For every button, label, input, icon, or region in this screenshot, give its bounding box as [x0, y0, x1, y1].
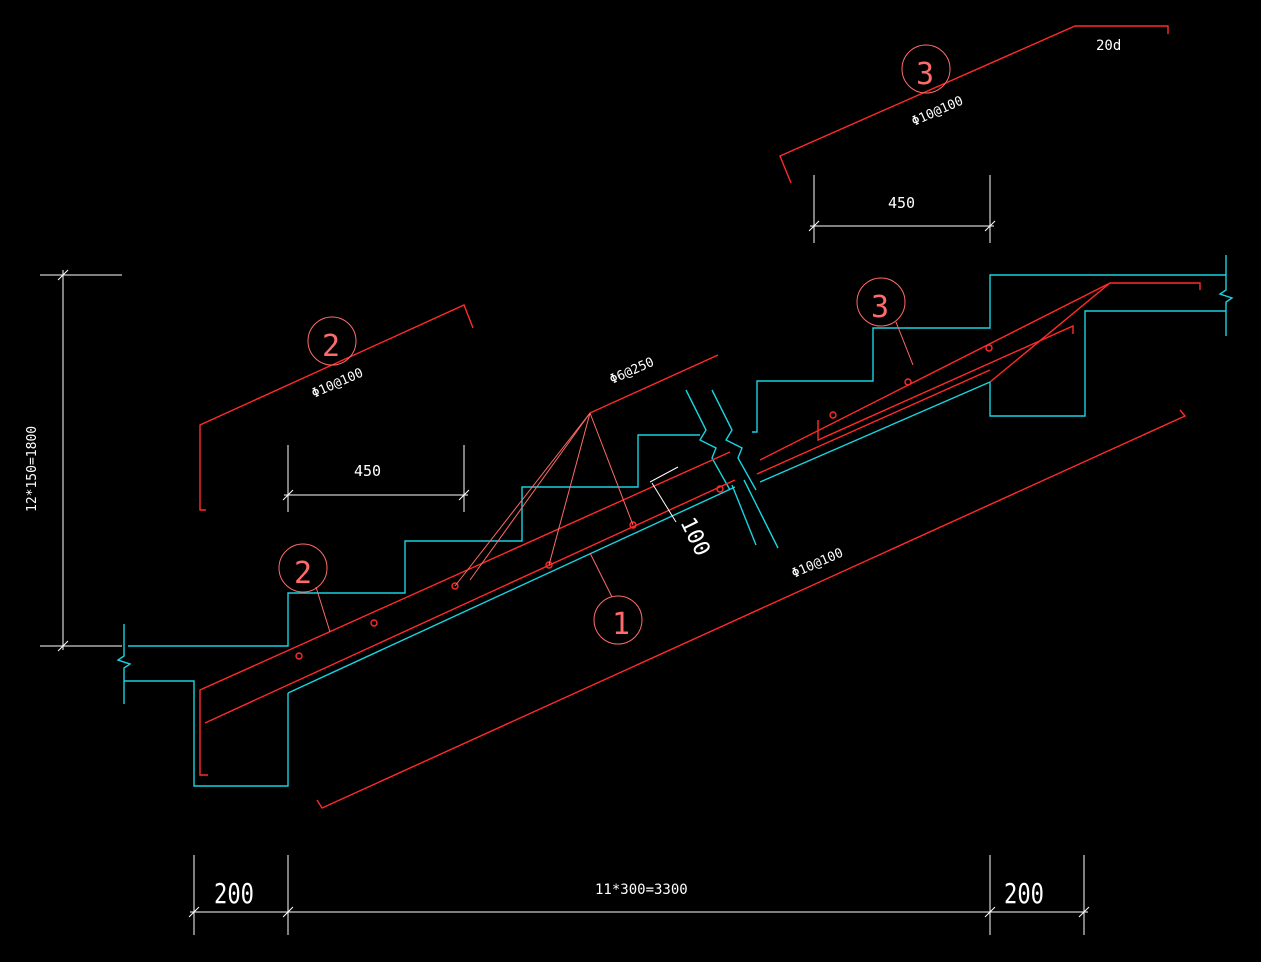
dim-450-right-label: 450: [888, 194, 915, 212]
rebar-label-top-right: Φ10@100: [910, 94, 966, 130]
break-line-right: [1218, 255, 1234, 336]
rebar-dot: [985, 344, 993, 352]
dim-bottom-mid-label: 11*300=3300: [595, 882, 688, 898]
mark-label-3-main: 3: [871, 290, 889, 325]
rebar-dot: [904, 378, 912, 386]
leaders: [278, 44, 951, 645]
mark-label-2-main: 2: [294, 556, 312, 591]
mark-circle-3-detail: [901, 44, 951, 94]
mark-label-1: 1: [612, 607, 630, 642]
dimensions: [40, 175, 1090, 935]
leader-mark-3: [895, 321, 914, 366]
rebar-detail-3: [779, 25, 1169, 184]
mark-circle-1: [593, 595, 643, 645]
dim-100-label: 100: [675, 514, 715, 561]
dim-450-left-label: 450: [354, 462, 381, 480]
rebar-main-bottom-left: [199, 451, 731, 776]
stair-steps-lower: [128, 434, 700, 647]
rebar-dot: [545, 561, 553, 569]
break-line-mid-d: [743, 479, 779, 549]
leader-dist-c: [589, 412, 634, 526]
rebar-dot: [716, 485, 724, 493]
dim-bottom-left-label: 200: [214, 877, 254, 910]
dim-height-label: 12*150=1800: [25, 426, 40, 512]
leader-dist-a: [454, 412, 591, 587]
mark-circle-2-main: [278, 543, 328, 593]
leader-dist-d: [469, 412, 591, 581]
concrete-outline: [116, 255, 1234, 787]
rebar-detail-2: [199, 304, 474, 511]
rebar-upper-landing-bot: [759, 282, 1111, 461]
bottom-beam-left: [124, 680, 289, 787]
dim-bottom-right-label: 200: [1004, 877, 1044, 910]
rebar-bottom-long: [316, 409, 1187, 809]
stair-steps-upper: [752, 274, 1226, 433]
rebar-label-distribution: Φ6@250: [608, 355, 657, 388]
break-line-mid-a: [685, 389, 731, 491]
rebar-dot: [451, 582, 459, 590]
slab-soffit-upper: [759, 381, 991, 483]
rebar-main-top-lower: [204, 479, 736, 724]
leader-mark-1: [589, 552, 613, 598]
rebar-dot: [370, 619, 378, 627]
rebar-label-bottom: Φ10@100: [790, 546, 846, 582]
break-line-mid-b: [711, 389, 757, 491]
rebar-upper-support: [817, 324, 1074, 442]
rebar-main-upper: [756, 369, 991, 475]
rebar-dot: [829, 411, 837, 419]
top-beam-right: [989, 310, 1226, 417]
leader-dist-b: [548, 412, 591, 566]
rebar-dot: [629, 521, 637, 529]
anchor-label: 20d: [1096, 38, 1121, 54]
slab-soffit-lower: [287, 486, 736, 694]
break-line-left: [116, 624, 132, 704]
rebar-upper-landing: [989, 282, 1201, 383]
leader-mark-2: [315, 586, 331, 633]
rebar-distribution: [589, 354, 719, 414]
mark-circle-2-detail: [307, 316, 357, 366]
break-line-mid-c: [731, 484, 757, 546]
mark-label-2-detail: 2: [322, 329, 340, 364]
annotations: 12*150=1800 200 11*300=3300 200 450 450 …: [25, 38, 1121, 910]
rebar-dot: [295, 652, 303, 660]
mark-label-3-detail: 3: [916, 57, 934, 92]
mark-circle-3-main: [856, 277, 906, 327]
rebar: [199, 25, 1201, 809]
